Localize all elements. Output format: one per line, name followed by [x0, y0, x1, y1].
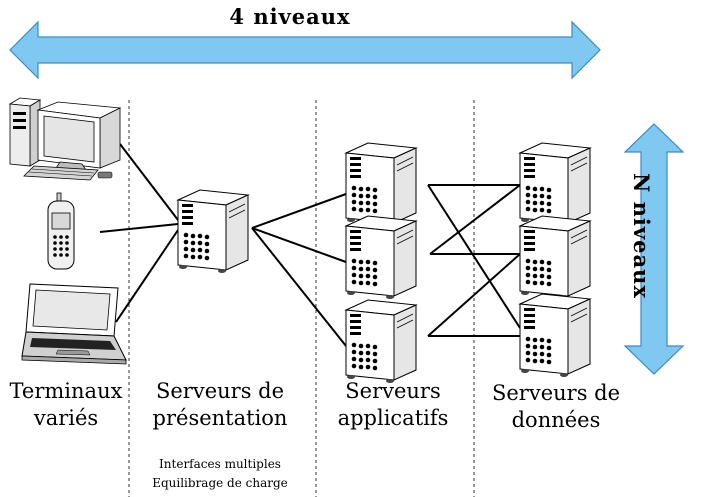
column-label-presentation-line1: Serveurs de [155, 379, 285, 403]
application-server-icon-2 [345, 215, 417, 300]
column-separators [128, 100, 475, 497]
data-server-icon-3 [519, 293, 591, 378]
note-interfaces-multiples: Interfaces multiples [159, 457, 281, 471]
application-server-icon-1 [345, 142, 417, 227]
column-label-application-line2: applicatifs [337, 406, 449, 430]
data-server-icon-2 [519, 215, 591, 300]
diagram-title: 4 niveaux [229, 4, 351, 29]
column-label-application: Serveurs applicatifs [318, 378, 468, 432]
application-server-icon-3 [345, 299, 417, 384]
column-label-terminals-line2: variés [33, 406, 99, 430]
column-label-application-line1: Serveurs [345, 379, 441, 403]
column-label-data-line1: Serveurs de [491, 381, 621, 405]
laptop-icon [21, 283, 127, 365]
column-label-presentation-line2: présentation [152, 406, 288, 430]
desktop-computer-icon [8, 97, 122, 181]
column-label-data: Serveurs de données [476, 380, 636, 434]
column-label-presentation: Serveurs de présentation [134, 378, 306, 432]
side-title: N niveaux [629, 173, 654, 299]
connection-lines [99, 143, 521, 347]
vertical-double-arrow [623, 123, 685, 375]
column-label-data-line2: données [511, 408, 601, 432]
data-server-icon-1 [519, 142, 591, 227]
presentation-notes: Interfaces multiples Equilibrage de char… [134, 455, 306, 493]
mobile-phone-icon [47, 192, 75, 270]
column-label-terminals-line1: Terminaux [9, 379, 123, 403]
column-label-terminals: Terminaux variés [0, 378, 132, 432]
note-equilibrage-de-charge: Equilibrage de charge [152, 476, 288, 490]
horizontal-double-arrow [9, 20, 601, 80]
presentation-server-icon [177, 189, 249, 274]
